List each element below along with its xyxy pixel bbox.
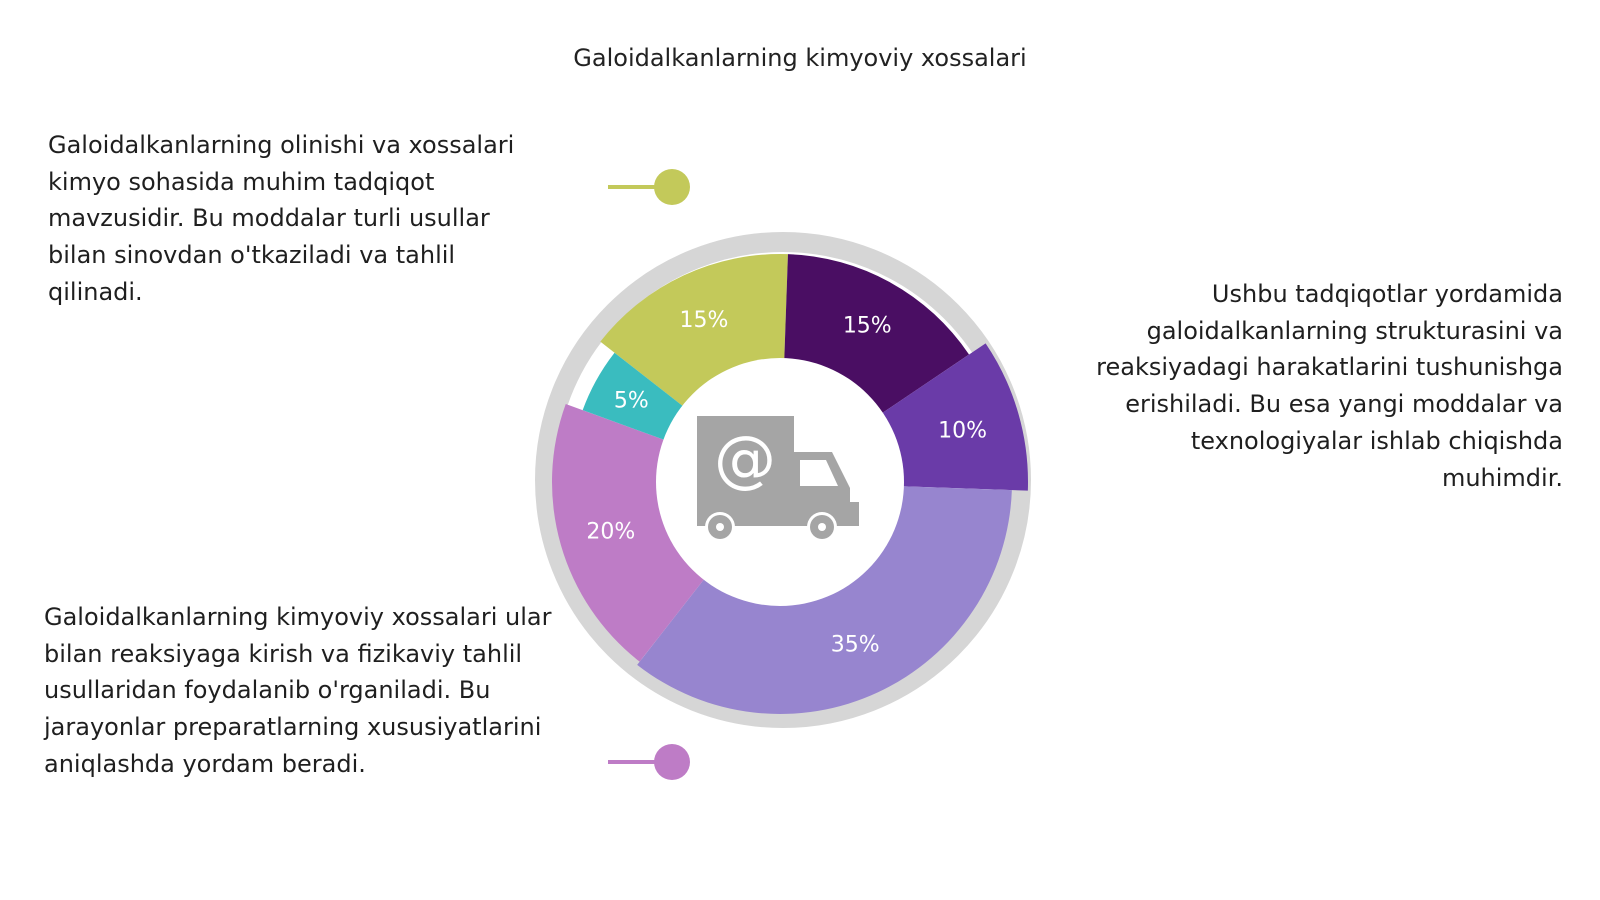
chart-slice-label-2: 15%: [843, 314, 892, 339]
page-title: Galoidalkanlarning kimyoviy xossalari: [573, 44, 1027, 72]
properties-paragraph: Galoidalkanlarning kimyoviy xossalari ul…: [44, 603, 552, 778]
chart-slice-label-3: 10%: [938, 419, 987, 444]
chart-slice-3: [881, 343, 1028, 491]
chart-slice-6: [582, 352, 684, 441]
chart-slice-1: [600, 254, 788, 407]
chart-slice-5: [552, 404, 705, 662]
legend-markers: [608, 169, 690, 780]
delivery-truck-email-icon: @: [697, 416, 859, 542]
chart-slice-label-5: 20%: [586, 520, 635, 545]
research-paragraph: Ushbu tadqiqotlar yordamida galoidalkanl…: [1096, 280, 1563, 492]
chart-slices: [552, 254, 1028, 714]
chart-slice-2: [784, 254, 970, 414]
intro-paragraph: Galoidalkanlarning olinishi va xossalari…: [48, 131, 515, 306]
legend-marker-dot-1: [654, 169, 690, 205]
chart-slice-label-1: 15%: [679, 308, 728, 333]
chart-slice-4: [637, 486, 1012, 714]
chart-slice-label-4: 35%: [831, 632, 880, 657]
legend-marker-dot-2: [654, 744, 690, 780]
chart-labels: 15% 15% 10% 35% 20% 5%: [586, 308, 987, 657]
svg-text:@: @: [714, 422, 776, 495]
chart-slice-label-6: 5%: [614, 389, 649, 414]
